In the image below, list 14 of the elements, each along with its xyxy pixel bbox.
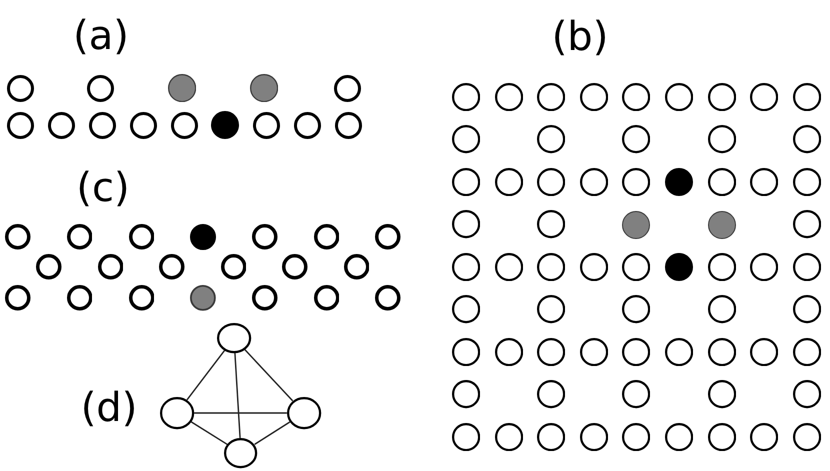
panel-label: (c) xyxy=(76,168,130,208)
connector-line xyxy=(186,350,226,400)
vertex-circle xyxy=(224,438,258,468)
vertex-circle xyxy=(216,322,252,354)
connector-line xyxy=(244,349,294,402)
connector-line xyxy=(234,353,241,438)
connector-line xyxy=(194,412,287,414)
panel-label: (b) xyxy=(552,17,608,57)
connector-line xyxy=(190,421,228,446)
vertex-circle xyxy=(160,396,194,430)
vertex-circle xyxy=(286,396,322,430)
connector-line xyxy=(254,421,290,445)
panel-label: (d) xyxy=(80,388,138,428)
panel-label: (a) xyxy=(73,16,129,56)
